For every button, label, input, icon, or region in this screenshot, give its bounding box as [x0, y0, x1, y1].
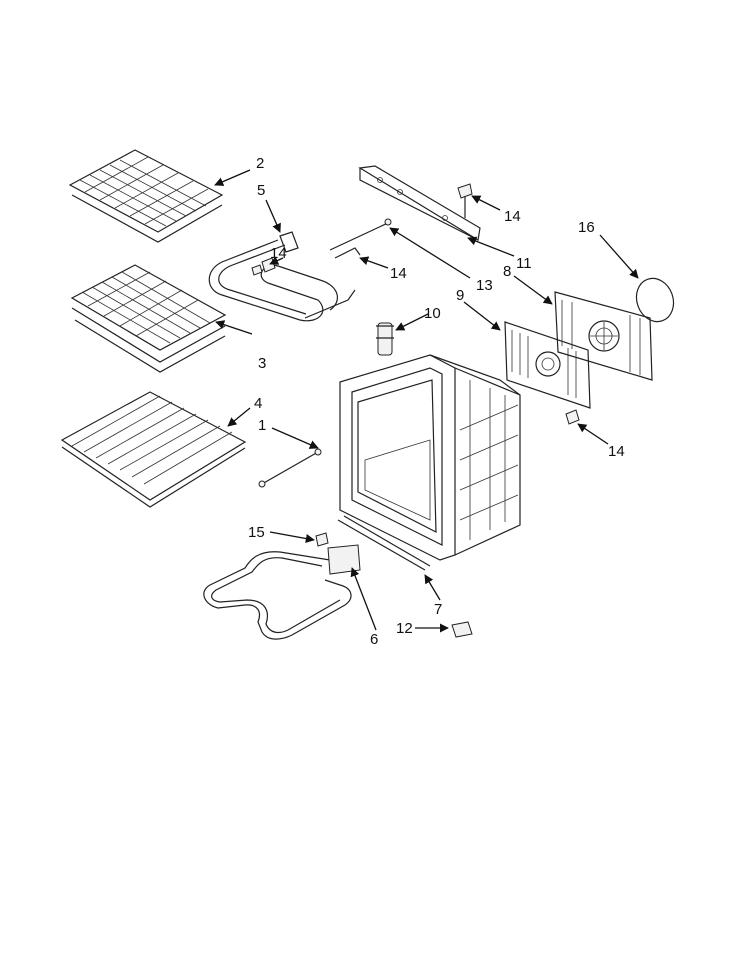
- callout-11: 11: [516, 255, 532, 272]
- part-rear-panel: [504, 321, 591, 409]
- callout-6: 6: [370, 631, 378, 648]
- callout-2: 2: [256, 155, 264, 172]
- leader-13: [389, 227, 471, 279]
- leader-8: [513, 275, 553, 305]
- part-sensor-probe: [329, 218, 392, 259]
- leader-14-mid: [359, 256, 389, 269]
- callout-4: 4: [254, 395, 262, 412]
- part-rack-flat: [60, 391, 247, 508]
- callout-9: 9: [456, 287, 464, 304]
- part-screw-top: [457, 183, 473, 218]
- callout-3: 3: [258, 355, 266, 372]
- leader-15: [269, 531, 315, 544]
- leader-14-top: [471, 195, 501, 211]
- leader-5: [265, 199, 281, 233]
- callout-14-mid: 14: [390, 265, 407, 282]
- leader-11: [467, 236, 515, 257]
- part-screw-15: [315, 532, 329, 547]
- callout-labels: 2 5 14 14 14 11 13 10 9 8 16 14 3 4 1 15…: [248, 155, 625, 648]
- leader-6: [350, 567, 377, 631]
- leader-lines: [214, 169, 639, 633]
- part-rack-rolling: [70, 264, 227, 373]
- leader-14-left: [269, 256, 284, 265]
- callout-13: 13: [476, 277, 493, 294]
- callout-7: 7: [434, 601, 442, 618]
- leader-9: [463, 301, 501, 331]
- leader-14-right: [577, 423, 609, 445]
- part-screw-right: [565, 409, 580, 425]
- callout-1: 1: [258, 417, 266, 434]
- callout-14-right: 14: [608, 443, 625, 460]
- part-oven-cavity: [339, 354, 521, 561]
- callout-5: 5: [257, 182, 265, 199]
- part-clip: [451, 621, 473, 638]
- part-gasket-ring: [635, 277, 675, 323]
- leader-10: [395, 313, 429, 331]
- part-convection-fan: [554, 291, 653, 381]
- part-temperature-sensor: [376, 322, 394, 356]
- part-vent-bracket: [358, 165, 481, 241]
- part-bake-element: [203, 544, 361, 640]
- leader-2: [214, 169, 251, 186]
- leader-3: [215, 320, 253, 335]
- callout-14-top: 14: [504, 208, 521, 225]
- leader-4: [227, 407, 251, 427]
- callout-16: 16: [578, 219, 595, 236]
- leader-7: [424, 574, 441, 601]
- part-rack-upper: [68, 149, 224, 243]
- leader-1: [271, 427, 319, 449]
- callout-12: 12: [396, 620, 413, 637]
- callout-14-left: 14: [270, 245, 287, 262]
- callout-15: 15: [248, 524, 265, 541]
- part-tube: [337, 515, 431, 571]
- leader-16: [599, 234, 639, 279]
- part-oven-sensor-rod: [258, 448, 322, 488]
- callout-8: 8: [503, 263, 511, 280]
- callout-10: 10: [424, 305, 441, 322]
- part-broil-element: [208, 231, 356, 322]
